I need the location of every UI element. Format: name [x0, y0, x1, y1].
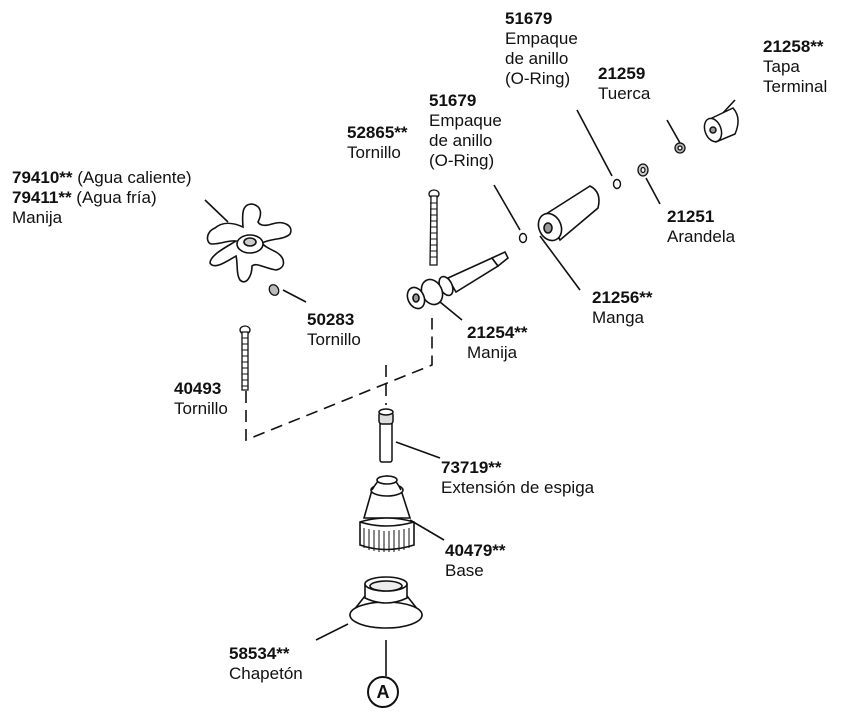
leader-line [493, 184, 521, 231]
leader-line [204, 199, 229, 223]
leader-line [282, 289, 307, 303]
nut-part [674, 142, 686, 154]
leader-line [315, 623, 349, 641]
screw-long-part [239, 325, 251, 391]
stem-extension-part [378, 408, 394, 463]
label-part-50283: 50283 Tornillo [307, 310, 361, 349]
leader-line [409, 519, 445, 541]
label-part-40493: 40493 Tornillo [174, 379, 228, 418]
base-part [359, 475, 415, 552]
sleeve-part [537, 185, 600, 242]
label-part-51679-mid: 51679 Empaque de anillo (O-Ring) [429, 91, 502, 170]
screw-part [428, 189, 440, 266]
label-part-58534: 58534** Chapetón [229, 644, 303, 683]
o-ring-top [612, 178, 622, 190]
end-cap-part [703, 107, 739, 144]
label-part-40479: 40479** Base [445, 541, 506, 580]
label-part-21256: 21256** Manga [592, 288, 653, 327]
label-part-51679-top: 51679 Empaque de anillo (O-Ring) [505, 9, 578, 88]
leader-line [645, 177, 661, 205]
label-part-73719: 73719** Extensión de espiga [441, 458, 595, 497]
label-part-52865: 52865** Tornillo [347, 123, 408, 162]
label-part-79410-79411: 79410** (Agua caliente) 79411** (Agua fr… [12, 168, 192, 227]
label-part-21258: 21258** Tapa Terminal [763, 37, 828, 96]
label-part-21254: 21254** Manija [467, 323, 528, 362]
cross-handle-part [206, 203, 292, 283]
leader-line [666, 119, 681, 144]
handle-stem-part [406, 250, 510, 310]
alignment-dashed-line [245, 318, 433, 442]
washer-part [637, 163, 649, 177]
leader-line [576, 109, 613, 177]
o-ring-mid [518, 232, 528, 244]
leader-line [395, 441, 441, 459]
leader-line [439, 301, 463, 321]
set-screw-part [268, 284, 280, 296]
leader-line [539, 235, 581, 291]
callout-a-circle: A [367, 676, 399, 708]
escutcheon-part [348, 576, 424, 629]
label-part-21251: 21251 Arandela [667, 207, 736, 246]
label-part-21259: 21259 Tuerca [598, 64, 651, 103]
